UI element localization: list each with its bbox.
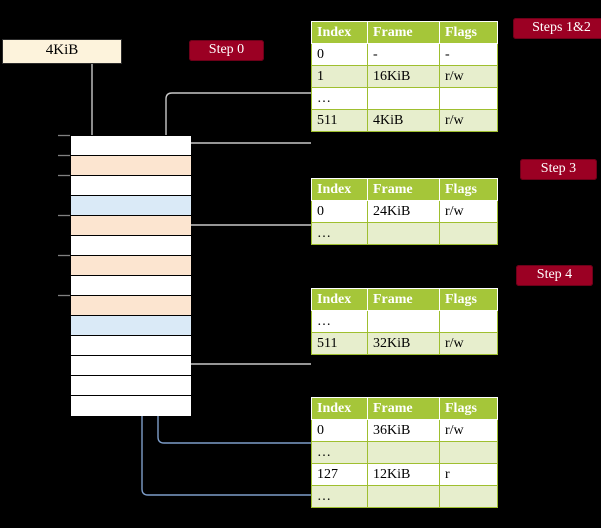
cell-index: 1 [311,65,368,88]
memory-frame-row [71,216,191,236]
table-row: … [311,485,498,508]
cell-flags [439,222,498,245]
memory-frame-row [71,296,191,316]
column-header-index: Index [311,178,368,201]
cell-index: 511 [311,332,368,355]
cell-flags: r/w [439,109,498,132]
memory-frame-row [71,336,191,356]
column-header-index: Index [311,21,368,44]
cell-flags [439,310,498,333]
cell-index: … [311,87,368,110]
memory-frame-row [71,276,191,296]
cell-flags [439,485,498,508]
cell-frame: - [367,43,440,66]
memory-frame-row [71,256,191,276]
wire-l0-row511 [177,142,311,158]
cell-index: 0 [311,200,368,223]
column-header-frame: Frame [367,21,440,44]
column-header-frame: Frame [367,397,440,420]
memory-frame-row [71,316,191,336]
table-row: … [311,310,498,333]
cell-flags: r/w [439,65,498,88]
cell-frame: 36KiB [367,419,440,442]
badge-step-0: Step 0 [189,40,264,61]
badge-step-4: Step 4 [516,265,593,286]
memory-frame-row [71,396,191,416]
cell-index: … [311,222,368,245]
wire-l2-row511 [171,297,311,365]
column-header-index: Index [311,288,368,311]
cell-flags [439,87,498,110]
cell-flags: r/w [439,419,498,442]
memory-frame-row [71,196,191,216]
cell-flags: - [439,43,498,66]
cell-flags: r/w [439,332,498,355]
cell-index: … [311,310,368,333]
cell-frame: 16KiB [367,65,440,88]
cell-index: 511 [311,109,368,132]
memory-frame-row [71,136,191,156]
cell-flags: r/w [439,200,498,223]
cell-frame [367,222,440,245]
table-row: … [311,87,498,110]
virtual-address-box: 4KiB [2,39,122,64]
cell-index: 127 [311,463,368,486]
cell-frame: 12KiB [367,463,440,486]
badge-steps-1-2: Steps 1&2 [513,18,601,39]
cell-frame [367,310,440,333]
column-header-flags: Flags [439,21,498,44]
cell-flags: r [439,463,498,486]
cell-flags [439,441,498,464]
column-header-index: Index [311,397,368,420]
table-row: … [311,441,498,464]
table-row: … [311,222,498,245]
cell-frame [367,87,440,110]
cell-frame [367,485,440,508]
cell-index: 0 [311,419,368,442]
memory-frame-row [71,356,191,376]
column-header-flags: Flags [439,397,498,420]
column-header-frame: Frame [367,288,440,311]
column-header-flags: Flags [439,178,498,201]
cell-frame: 4KiB [367,109,440,132]
memory-frame-row [71,376,191,396]
badge-step-3: Step 3 [520,159,597,180]
table-row: 0-- [311,43,498,66]
cell-index: … [311,485,368,508]
cell-frame: 32KiB [367,332,440,355]
memory-frame-row [71,156,191,176]
cell-frame: 24KiB [367,200,440,223]
column-header-flags: Flags [439,288,498,311]
column-header-frame: Frame [367,178,440,201]
virtual-address-label: 4KiB [45,42,79,58]
physical-memory-grid [70,135,191,416]
cell-index: 0 [311,43,368,66]
cell-index: … [311,441,368,464]
memory-frame-row [71,236,191,256]
cell-frame [367,441,440,464]
memory-frame-row [71,176,191,196]
